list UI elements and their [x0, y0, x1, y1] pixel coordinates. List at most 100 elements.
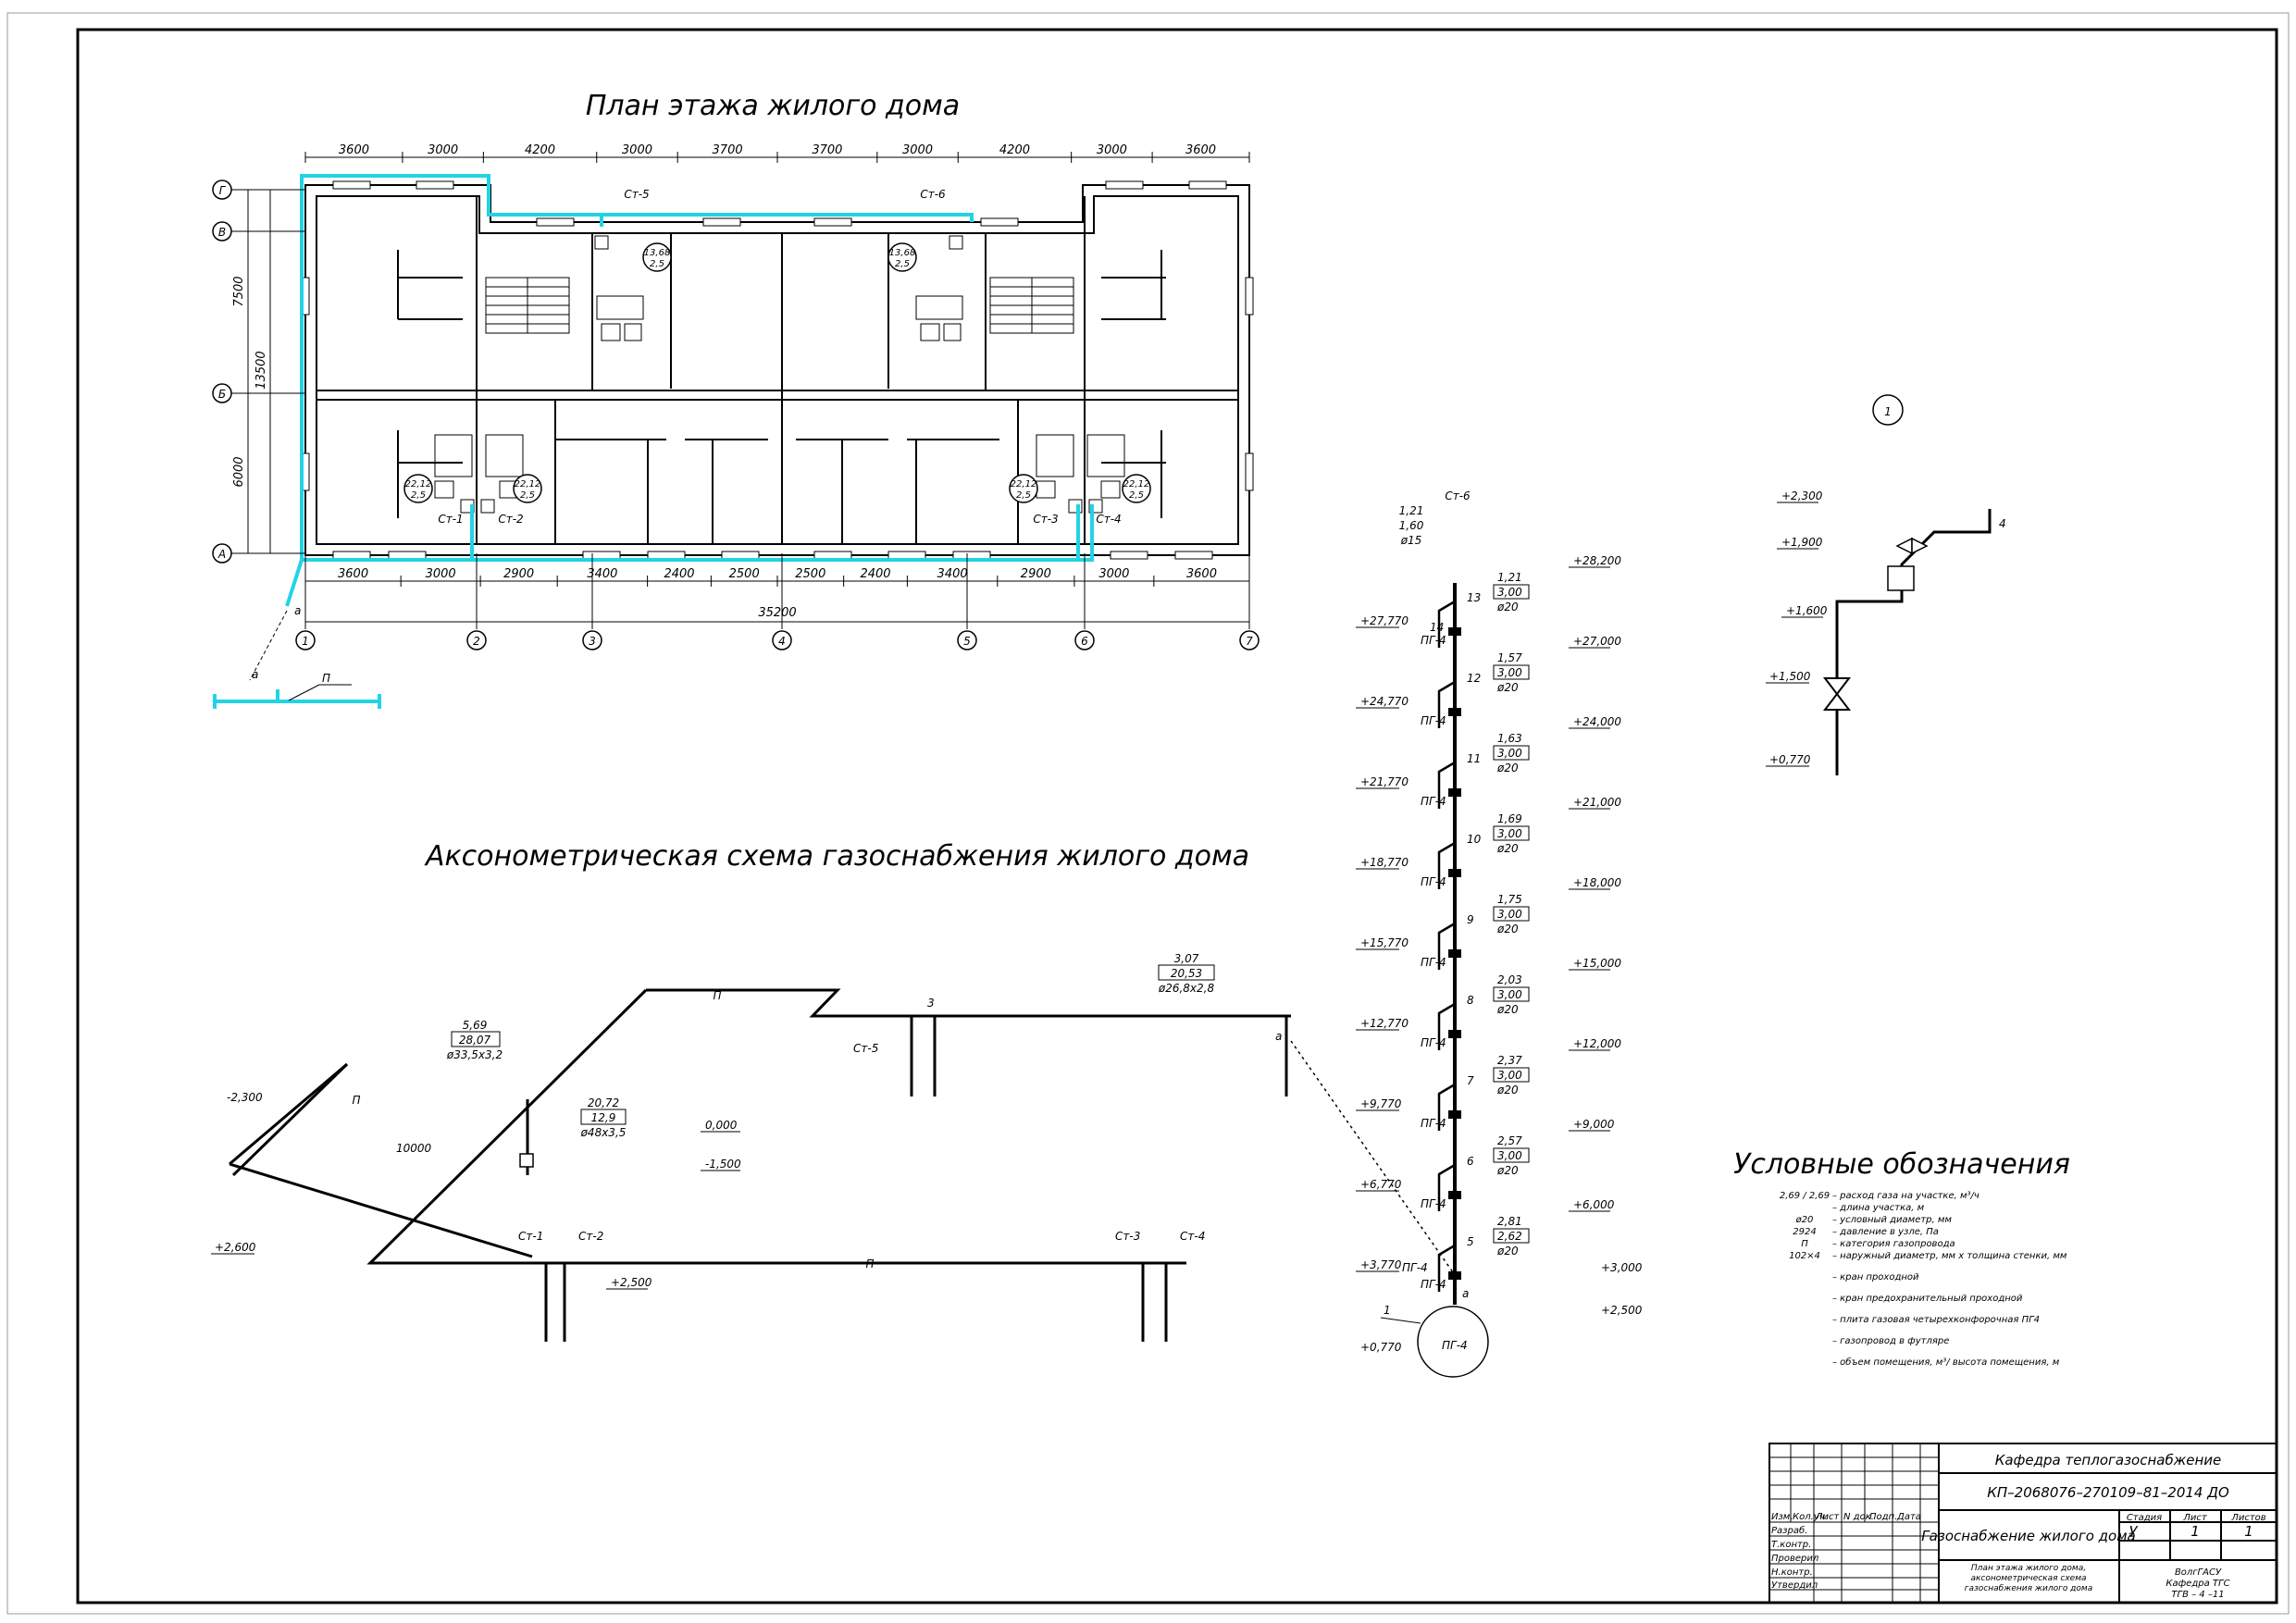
riser-pg-elev: +27,770 — [1360, 614, 1409, 627]
column-axis-label: 7 — [1246, 635, 1253, 648]
riser-pg-elev: +9,770 — [1360, 1097, 1402, 1110]
room-volume: 22,12 — [1011, 479, 1037, 489]
column-axis-bubble — [582, 630, 602, 650]
column-axis-label: 5 — [963, 635, 971, 648]
room-volume: 22,12 — [405, 479, 432, 489]
axonometric-title: Аксонометрическая схема газоснабжения жи… — [424, 840, 1249, 873]
detail-elev-3: +1,600 — [1786, 604, 1828, 617]
riser-elev-3: +3,000 — [1601, 1261, 1643, 1274]
axis-v: В — [218, 226, 226, 239]
axis-g: Г — [219, 184, 227, 197]
riser-elev-077: +0,770 — [1360, 1341, 1402, 1354]
riser-l: 3,00 — [1497, 1149, 1522, 1162]
tb-sheets-hdr: Листов — [2230, 1513, 2265, 1523]
axon-elev-m15: -1,500 — [705, 1158, 741, 1171]
riser-node-number: 10 — [1467, 833, 1482, 846]
riser-d: ø20 — [1496, 1164, 1519, 1177]
tb-h-kol: Кол.уч. — [1793, 1512, 1828, 1522]
riser-floor-elev: +12,000 — [1573, 1037, 1621, 1050]
tb-h-podp: Подп. — [1869, 1512, 1897, 1522]
riser-pg: ПГ-4 — [1421, 1117, 1446, 1130]
axon-elev-26: +2,600 — [215, 1241, 256, 1254]
riser-pg-elev: +15,770 — [1360, 936, 1409, 949]
riser-pg: ПГ-4 — [1421, 1278, 1446, 1291]
riser-q: 1,63 — [1497, 732, 1522, 745]
riser-branch — [1437, 841, 1456, 889]
inlet-node-label: а — [294, 604, 301, 617]
column-axis-bubble — [1239, 630, 1260, 650]
tb-sheets: 1 — [2244, 1523, 2253, 1540]
riser-floor-elev: +24,000 — [1573, 715, 1621, 728]
legend-text: – условный диаметр, мм — [1832, 1215, 1952, 1225]
axon-branch-l: 20,53 — [1171, 967, 1202, 980]
column-axis-bubble — [957, 630, 977, 650]
riser-label-st4: Ст-4 — [1096, 513, 1121, 526]
riser-floor-elev: +28,200 — [1573, 554, 1621, 567]
riser-pg: ПГ-4 — [1421, 795, 1446, 808]
riser-node-number: 6 — [1467, 1155, 1474, 1168]
legend-title: Условные обозначения — [1733, 1148, 2070, 1181]
riser-floor-elev: +6,000 — [1573, 1198, 1615, 1211]
riser-pg-elev: +24,770 — [1360, 695, 1409, 708]
dim-value: 3000 — [428, 143, 458, 157]
riser-d: ø20 — [1496, 681, 1519, 694]
dim-left-6000: 6000 — [232, 456, 246, 487]
riser-callout: 1 — [1384, 1304, 1391, 1317]
axon-category-bottom: П — [865, 1258, 874, 1270]
room-volume: 22,12 — [515, 479, 541, 489]
riser-d: ø20 — [1496, 601, 1519, 613]
axon-st4: Ст-4 — [1180, 1230, 1205, 1243]
riser-pg-elev: +21,770 — [1360, 775, 1409, 788]
legend-symbol: 2924 — [1793, 1227, 1816, 1237]
tb-role-2: Т.контр. — [1771, 1540, 1811, 1550]
column-axis-label: 3 — [589, 635, 596, 648]
row-axes: Г В Б А — [212, 180, 305, 564]
detail-elev-1: +2,300 — [1781, 489, 1823, 502]
inlet-category-label: П — [322, 672, 330, 685]
riser-sleeve — [1448, 708, 1461, 716]
legend-symbol: 2,69 / 2,69 — [1780, 1191, 1830, 1201]
riser-q: 2,81 — [1497, 1215, 1522, 1228]
riser-sleeve — [1448, 869, 1461, 877]
column-axis-bubble — [295, 630, 316, 650]
axon-inlet-elev: -2,300 — [227, 1091, 263, 1104]
riser-label-box — [1493, 1067, 1530, 1083]
dim-value: 3400 — [587, 567, 617, 581]
tb-sheet-title-box: План этажа жилого дома, аксонометрическа… — [1965, 1564, 2092, 1593]
riser-elev-25: +2,500 — [1601, 1304, 1643, 1317]
room-volume: 13,68 — [889, 248, 916, 258]
axon-main-q: 5,69 — [463, 1019, 488, 1032]
riser-branch — [1437, 1244, 1456, 1292]
detail-callout: 1 — [1884, 405, 1892, 418]
riser-diagram: Ст-6 1,21 1,60 ø15 14 131,213,00ø20+28,2… — [1356, 489, 1643, 1378]
column-axis-bubble — [772, 630, 792, 650]
riser-sleeve — [1448, 949, 1461, 958]
detail-elev-4: +1,500 — [1769, 670, 1811, 683]
riser-pg-elev: +6,770 — [1360, 1178, 1402, 1191]
riser-pg-elev: +18,770 — [1360, 856, 1409, 869]
column-axis-label: 6 — [1081, 635, 1088, 648]
column-axis-label: 2 — [473, 635, 480, 648]
dim-value: 3600 — [339, 143, 369, 157]
riser-sleeve — [1448, 1191, 1461, 1199]
tb-stage: У — [2128, 1523, 2138, 1540]
axon-branch-q: 3,07 — [1174, 952, 1199, 965]
dim-value: 3000 — [1097, 143, 1127, 157]
riser-node-number: 7 — [1467, 1074, 1474, 1087]
riser-node-a: а — [1462, 1287, 1469, 1300]
riser-pg: ПГ-4 — [1421, 1197, 1446, 1210]
dim-left-13500: 13500 — [254, 351, 268, 389]
riser-d: ø20 — [1496, 923, 1519, 935]
legend-text: – кран проходной — [1832, 1272, 1919, 1282]
axis-b: Б — [218, 388, 226, 401]
dim-value: 2400 — [860, 567, 890, 581]
riser-l: 3,00 — [1497, 827, 1522, 840]
column-axis-label: 1 — [302, 635, 309, 648]
tb-h-data: Дата — [1896, 1512, 1921, 1522]
legend-text: – давление в узле, Па — [1832, 1227, 1939, 1237]
dim-value: 3000 — [1098, 567, 1129, 581]
riser-branch — [1437, 1163, 1456, 1211]
